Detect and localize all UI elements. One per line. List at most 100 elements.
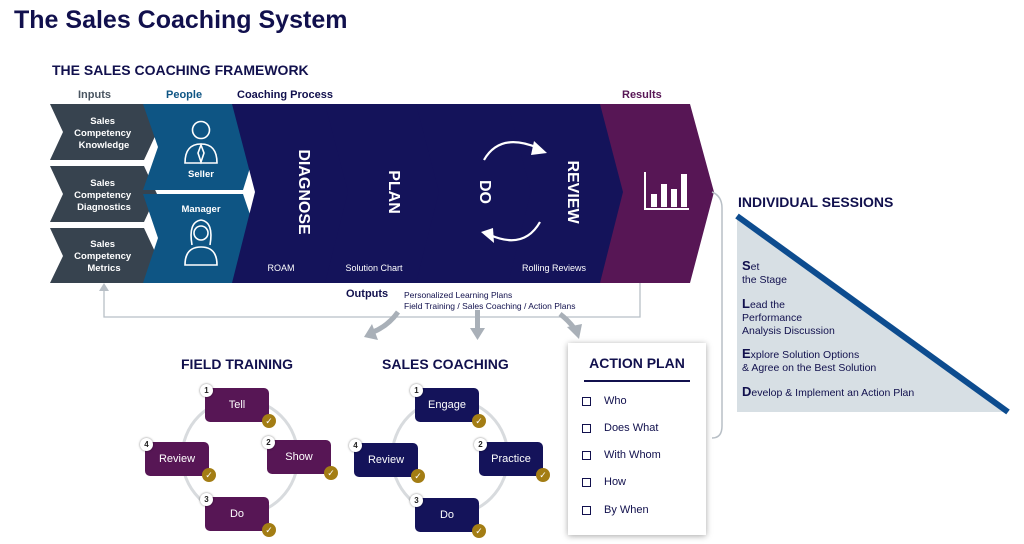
session-step-text: & Agree on the Best Solution (742, 362, 877, 374)
review-label: REVIEW (564, 160, 581, 224)
sc-step-review: Review (354, 443, 418, 477)
chevron-results (600, 104, 714, 283)
check-icon: ✓ (262, 414, 276, 428)
session-step-explore: Explore Solution Options & Agree on the … (742, 347, 876, 375)
people-chevron-manager (143, 194, 258, 283)
feedback-arrowhead (99, 283, 109, 291)
session-step-text: Performance (742, 312, 803, 324)
session-step-lead: Lead the Performance Analysis Discussion (742, 297, 835, 338)
results-header: Results (622, 89, 662, 101)
input-text-knowledge: Sales Competency Knowledge (74, 116, 134, 151)
input-chevron-metrics (50, 228, 157, 283)
checkbox-icon (582, 423, 591, 433)
check-icon: ✓ (262, 523, 276, 537)
input-chevron-diagnostics (50, 166, 157, 222)
action-plan-item-with-whom: With Whom (582, 449, 661, 461)
page-title: The Sales Coaching System (14, 6, 348, 34)
action-plan-item-label: By When (604, 504, 649, 516)
checkbox-icon (582, 396, 591, 406)
action-plan-item-who: Who (582, 395, 627, 407)
sessions-bracket (711, 191, 723, 439)
outputs-arrows (364, 310, 582, 340)
action-plan-title: ACTION PLAN (589, 355, 685, 371)
manager-label: Manager (181, 204, 220, 215)
sc-step-do-label: Do (439, 509, 455, 521)
session-step-set: Set the Stage (742, 259, 787, 287)
diagnose-sub: ROAM (268, 263, 295, 273)
action-plan-item-label: Who (604, 395, 627, 407)
inputs-header: Inputs (78, 89, 111, 101)
plan-sub: Solution Chart (345, 263, 403, 273)
outputs-line-1: Personalized Learning Plans (404, 290, 513, 300)
ft-step-tell-label: Tell (228, 399, 246, 411)
session-step-letter: E (742, 346, 751, 361)
sc-step-practice-label: Practice (491, 453, 531, 465)
review-sub: Rolling Reviews (522, 263, 587, 273)
checkbox-icon (582, 477, 591, 487)
check-icon: ✓ (472, 414, 486, 428)
plan-label: PLAN (385, 170, 402, 214)
ft-step-review-label: Review (158, 453, 196, 465)
input-text-diagnostics: Sales Competency Diagnostics (74, 178, 134, 213)
ft-step-review: Review (145, 442, 209, 476)
outputs-description: Personalized Learning Plans Field Traini… (404, 290, 576, 312)
diagnose-label: DIAGNOSE (295, 149, 312, 235)
framework-title: THE SALES COACHING FRAMEWORK (52, 62, 309, 78)
ft-step-do: Do (205, 497, 269, 531)
input-text-metrics: Sales Competency Metrics (74, 239, 134, 274)
session-step-letter: L (742, 296, 750, 311)
check-icon: ✓ (324, 466, 338, 480)
checkbox-icon (582, 505, 591, 515)
ft-step-review-number: 4 (140, 438, 153, 451)
people-header: People (166, 89, 203, 101)
check-icon: ✓ (202, 468, 216, 482)
session-step-letter: S (742, 258, 751, 273)
sc-step-do: Do (415, 498, 479, 532)
sc-step-do-number: 3 (410, 494, 423, 507)
action-plan-item-does-what: Does What (582, 422, 658, 434)
session-step-text: evelop & Implement an Action Plan (751, 387, 915, 399)
session-step-text: xplore Solution Options (750, 349, 860, 361)
checkbox-icon (582, 450, 591, 460)
ft-step-show-number: 2 (262, 436, 275, 449)
cycle-arrows-icon (481, 141, 547, 243)
feedback-loop-line (103, 283, 641, 318)
manager-icon (184, 219, 218, 266)
ft-step-do-label: Do (229, 508, 245, 520)
input-chevron-knowledge (50, 104, 157, 160)
check-icon: ✓ (411, 469, 425, 483)
session-step-text: ead the (749, 299, 785, 311)
action-plan-item-how: How (582, 476, 626, 488)
action-plan-item-by-when: By When (582, 504, 649, 516)
ft-step-show-label: Show (285, 451, 313, 463)
action-plan-item-label: How (604, 476, 627, 488)
chevron-diagnose (232, 104, 350, 283)
session-step-text: the Stage (742, 274, 787, 286)
seller-label: Seller (188, 169, 214, 180)
sc-step-practice: Practice (479, 442, 543, 476)
ft-step-tell-number: 1 (200, 384, 213, 397)
bar-chart-icon (644, 172, 689, 210)
sc-step-engage-number: 1 (410, 384, 423, 397)
sc-step-practice-number: 2 (474, 438, 487, 451)
action-plan-divider (584, 380, 690, 382)
check-icon: ✓ (472, 524, 486, 538)
individual-sessions-title: INDIVIDUAL SESSIONS (738, 194, 894, 210)
check-icon: ✓ (536, 468, 550, 482)
ft-step-do-number: 3 (200, 493, 213, 506)
ft-step-tell: Tell (205, 388, 269, 422)
chevron-do (416, 104, 533, 283)
session-step-text: et (750, 261, 760, 273)
session-step-develop: Develop & Implement an Action Plan (742, 385, 914, 400)
do-label: DO (476, 180, 493, 204)
sc-step-review-label: Review (367, 454, 405, 466)
coaching-process-header: Coaching Process (237, 89, 333, 101)
sc-step-engage-label: Engage (428, 399, 466, 411)
session-step-letter: D (742, 384, 752, 399)
ft-step-show: Show (267, 440, 331, 474)
action-plan-card: ACTION PLAN Who Does What With Whom How … (568, 343, 706, 535)
outputs-line-2: Field Training / Sales Coaching / Action… (404, 301, 576, 311)
sales-coaching-title: SALES COACHING (382, 356, 509, 372)
action-plan-item-label: Does What (604, 422, 659, 434)
